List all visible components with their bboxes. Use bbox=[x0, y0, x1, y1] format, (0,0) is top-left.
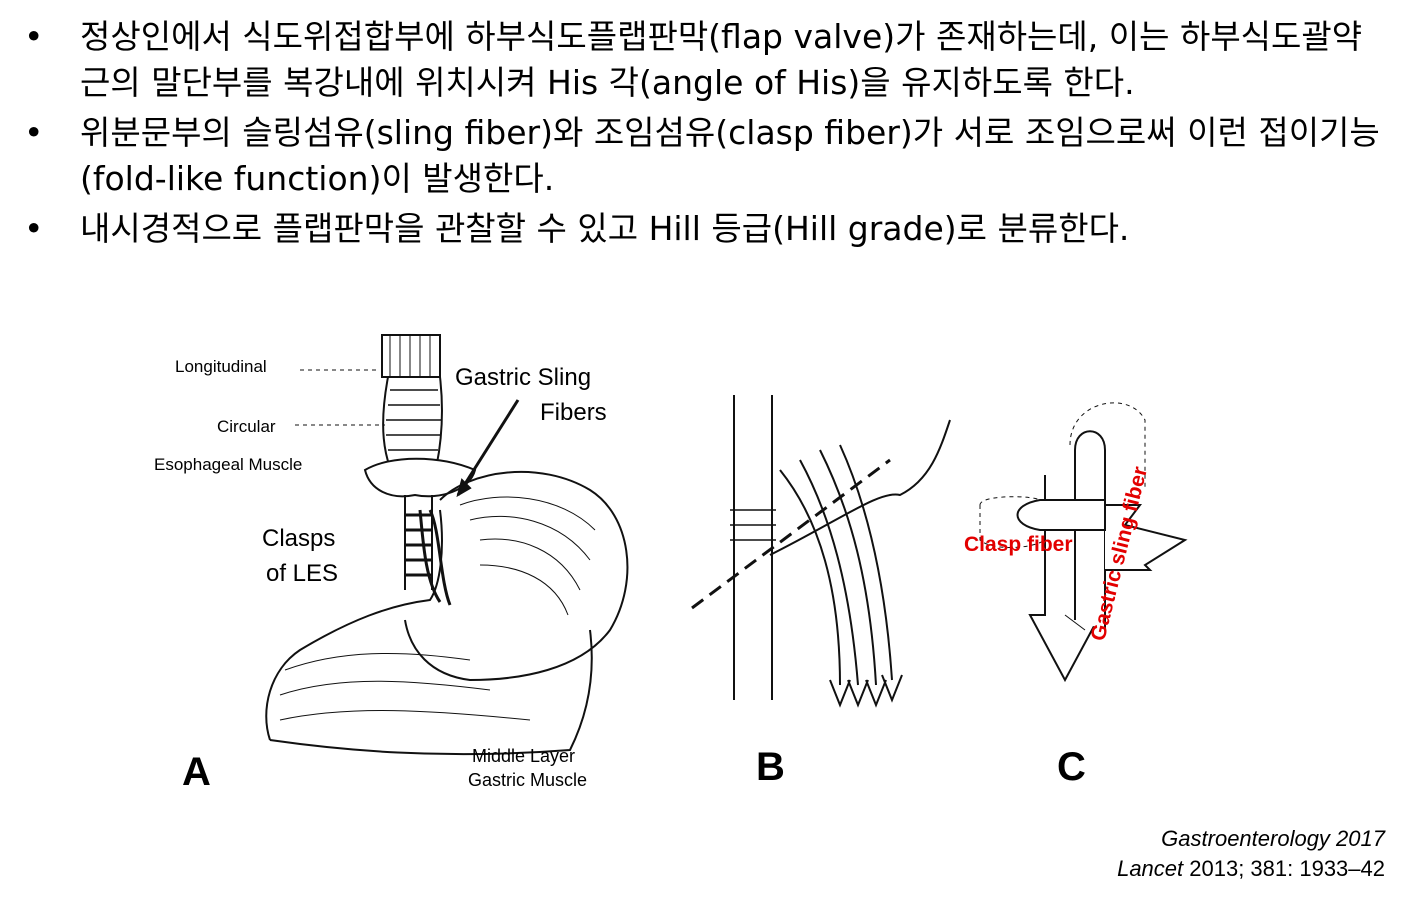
panel-b-drawing bbox=[691, 395, 951, 708]
panel-a-drawing bbox=[265, 334, 629, 756]
label-gastric-sling-1: Gastric Sling bbox=[455, 364, 591, 391]
label-middle-layer-2: Gastric Muscle bbox=[468, 770, 587, 790]
bullet-item-1: • 정상인에서 식도위접합부에 하부식도플랩판막(flap valve)가 존재… bbox=[22, 14, 1382, 106]
label-longitudinal: Longitudinal bbox=[175, 357, 267, 376]
references: Gastroenterology 2017 Lancet 2013; 381: … bbox=[1117, 824, 1385, 884]
bullet-dot: • bbox=[24, 209, 44, 248]
label-clasps-2: of LES bbox=[266, 560, 338, 587]
label-clasp-fiber: Clasp fiber bbox=[964, 533, 1073, 556]
bullet-item-3: • 내시경적으로 플랩판막을 관찰할 수 있고 Hill 등급(Hill gra… bbox=[22, 206, 1382, 252]
reference-1-journal: Gastroenterology 2017 bbox=[1161, 826, 1385, 851]
anatomy-figure: Longitudinal Circular Esophageal Muscle … bbox=[140, 330, 1220, 800]
bullet-item-2: • 위분문부의 슬링섬유(sling fiber)와 조임섬유(clasp fi… bbox=[22, 110, 1382, 202]
label-esophageal-muscle: Esophageal Muscle bbox=[154, 455, 302, 474]
anatomy-figure-svg: Longitudinal Circular Esophageal Muscle … bbox=[154, 334, 1188, 794]
bullet-text-2: 위분문부의 슬링섬유(sling fiber)와 조임섬유(clasp fibe… bbox=[80, 113, 1380, 198]
panel-letter-b: B bbox=[756, 745, 785, 789]
bullet-dot: • bbox=[24, 113, 44, 152]
panel-letter-c: C bbox=[1057, 745, 1086, 789]
label-circular: Circular bbox=[217, 417, 276, 436]
label-gastric-sling-2: Fibers bbox=[540, 399, 607, 426]
label-clasps-1: Clasps bbox=[262, 525, 335, 552]
bullet-text-3: 내시경적으로 플랩판막을 관찰할 수 있고 Hill 등급(Hill grade… bbox=[80, 209, 1130, 248]
panel-letter-a: A bbox=[182, 750, 211, 794]
reference-2-details: 2013; 381: 1933–42 bbox=[1183, 856, 1385, 881]
bullet-dot: • bbox=[24, 17, 44, 56]
panel-c-drawing bbox=[979, 402, 1188, 683]
bullet-text-1: 정상인에서 식도위접합부에 하부식도플랩판막(flap valve)가 존재하는… bbox=[80, 17, 1363, 102]
reference-2: Lancet 2013; 381: 1933–42 bbox=[1117, 854, 1385, 884]
bullet-list: • 정상인에서 식도위접합부에 하부식도플랩판막(flap valve)가 존재… bbox=[22, 14, 1382, 256]
label-middle-layer-1: Middle Layer bbox=[472, 746, 575, 766]
reference-2-journal: Lancet bbox=[1117, 856, 1184, 881]
reference-1: Gastroenterology 2017 bbox=[1117, 824, 1385, 854]
